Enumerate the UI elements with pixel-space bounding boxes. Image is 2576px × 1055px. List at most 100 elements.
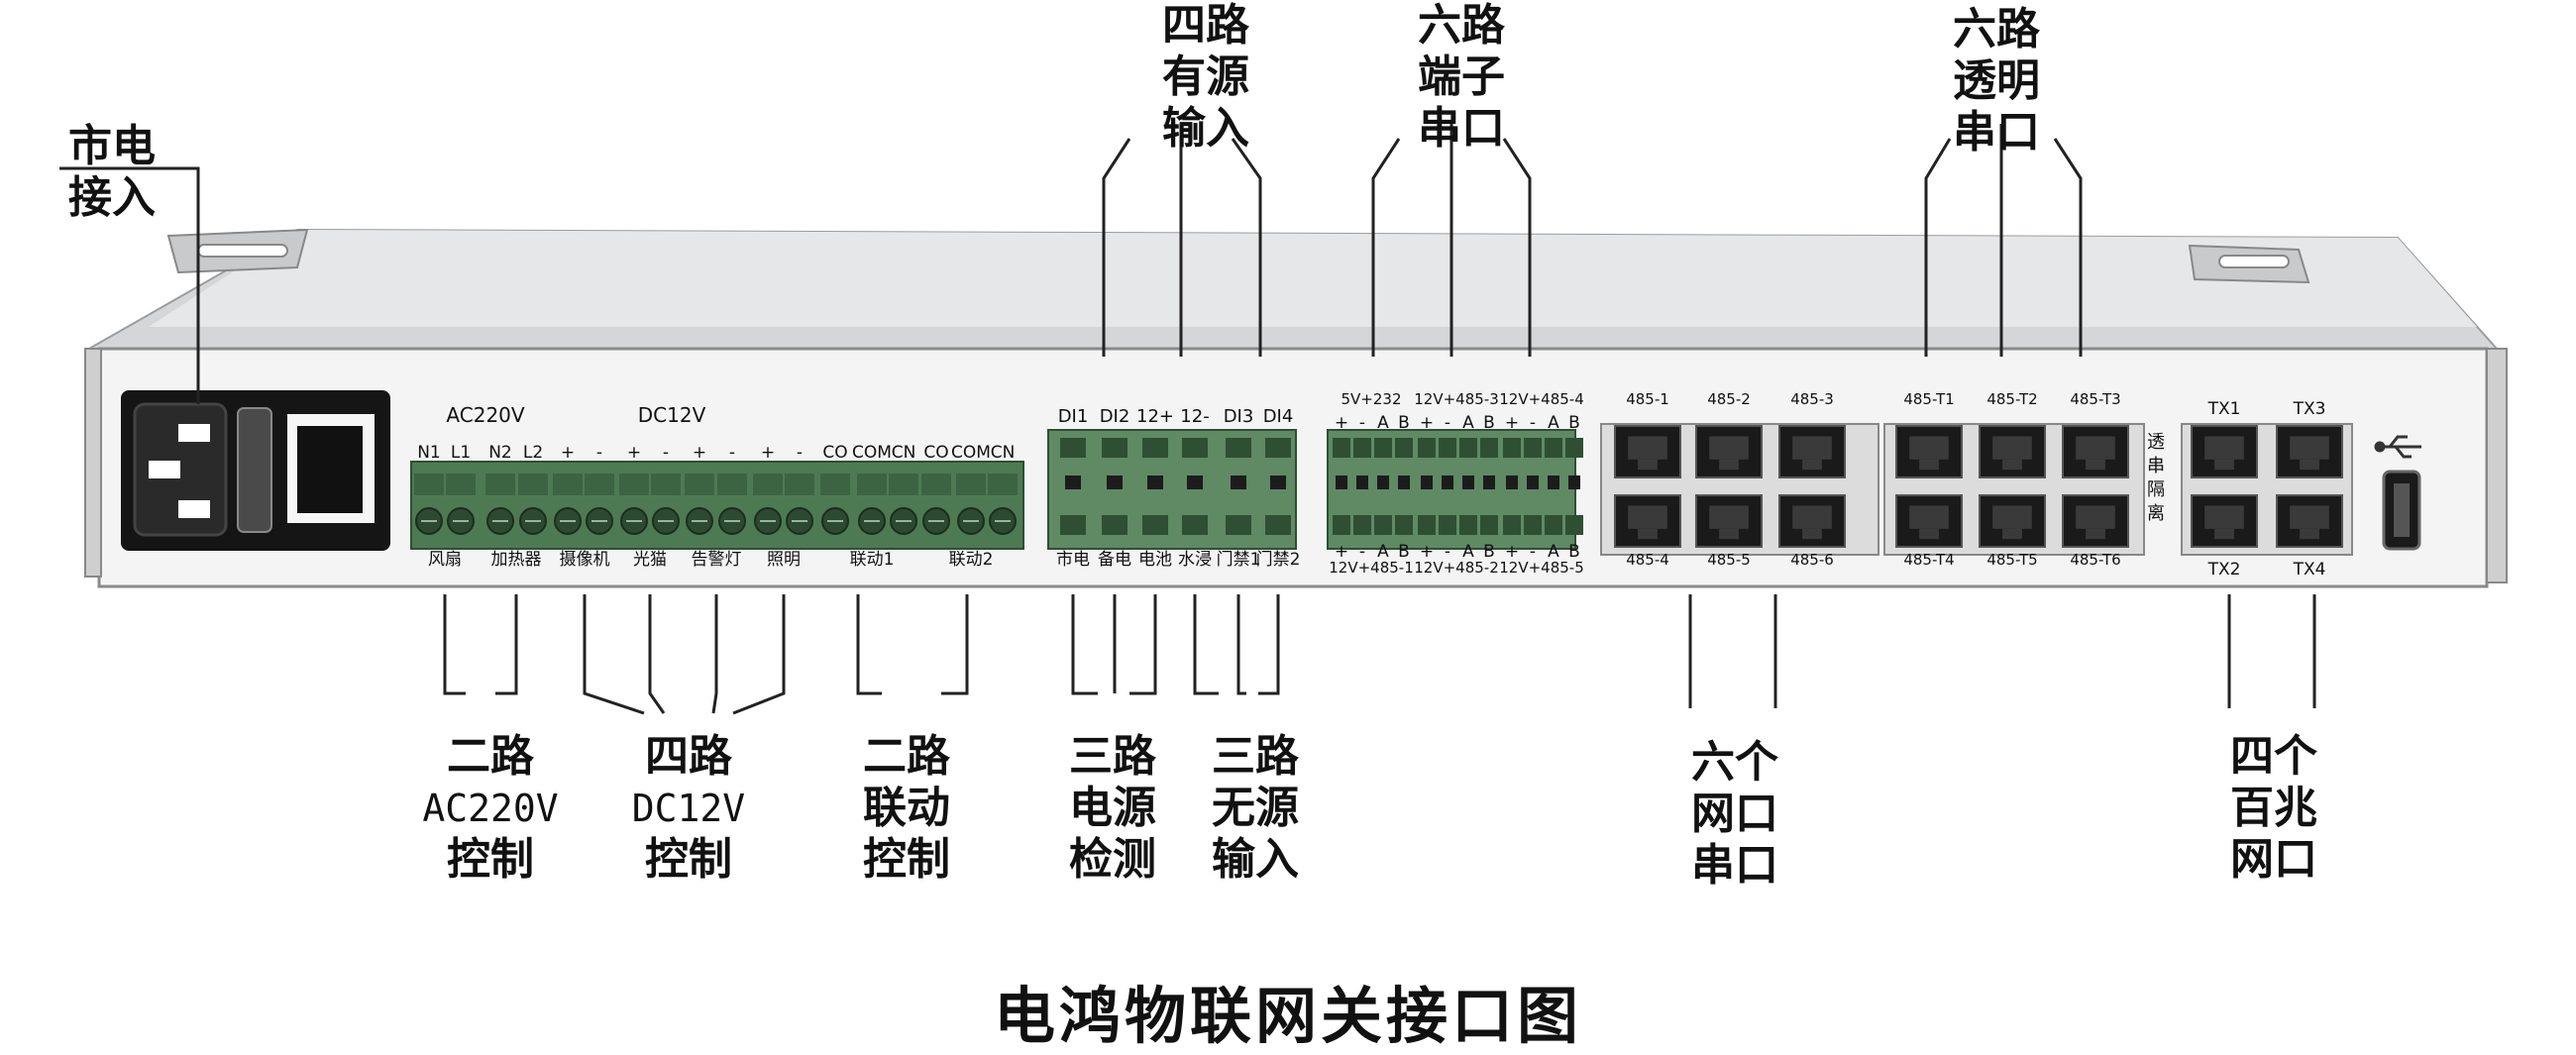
screw-terminal[interactable]	[988, 474, 1018, 535]
leader-line	[856, 594, 882, 695]
leader-line	[1924, 138, 1952, 357]
screw-terminal[interactable]	[518, 474, 548, 535]
di-label: DI3	[1224, 406, 1254, 427]
leader-line	[1071, 594, 1098, 695]
leader-line	[59, 166, 200, 404]
ethernet-port-label: TX3	[2293, 399, 2326, 419]
rj45-transparent-port[interactable]	[2062, 494, 2129, 548]
transparent-isolation-label: 隔	[2147, 479, 2165, 500]
serial-pin[interactable]	[1503, 438, 1521, 535]
di-pin[interactable]	[1102, 438, 1127, 535]
serial-pin[interactable]	[1565, 438, 1583, 535]
di-terminal-block[interactable]	[1047, 429, 1297, 550]
leader-line	[732, 594, 786, 715]
di-pin[interactable]	[1226, 438, 1251, 535]
rj45-transparent-port[interactable]	[1895, 494, 1963, 548]
rj45-transparent-port[interactable]	[1979, 425, 2046, 478]
rj45-serial-label: 485-5	[1707, 551, 1751, 569]
rj45-serial-port[interactable]	[1695, 494, 1763, 548]
relay-pin-label: CO	[822, 443, 847, 463]
leader-lines	[59, 124, 2316, 715]
diagram-title: 电鸿物联网关接口图	[993, 980, 1582, 1052]
callout-di4: 四路有源输入	[1162, 0, 1249, 154]
serial-pin-label: A	[1548, 542, 1559, 562]
di-pin[interactable]	[1060, 438, 1086, 535]
ethernet-port[interactable]	[2276, 494, 2343, 548]
serial-pin[interactable]	[1524, 438, 1542, 535]
rj45-serial-port[interactable]	[1695, 425, 1763, 478]
leader-line	[583, 594, 645, 715]
screw-terminal[interactable]	[685, 474, 714, 535]
leader-line	[1102, 138, 1131, 357]
fuse-holder[interactable]	[237, 407, 272, 533]
di-pin[interactable]	[1142, 438, 1168, 535]
serial-pin-label: -	[1445, 542, 1450, 562]
relay-pin-label: CN	[991, 443, 1016, 463]
screw-terminal[interactable]	[553, 474, 583, 535]
rj45-transparent-port[interactable]	[1979, 494, 2046, 548]
screw-terminal[interactable]	[585, 474, 614, 535]
serial-pin[interactable]	[1374, 438, 1392, 535]
relay-pin-label: CN	[892, 443, 916, 463]
serial-pin-label: A	[1548, 413, 1559, 433]
serial-pin[interactable]	[1353, 438, 1371, 535]
relay-pin-label: N2	[488, 443, 512, 463]
relay-pin-label: -	[663, 443, 669, 463]
serial-pin-label: A	[1462, 413, 1474, 433]
serial-pin[interactable]	[1418, 438, 1436, 535]
screw-terminal[interactable]	[446, 474, 476, 535]
screw-terminal[interactable]	[619, 474, 649, 535]
screw-terminal[interactable]	[785, 474, 814, 535]
ethernet-port[interactable]	[2191, 425, 2258, 478]
rj45-serial-port[interactable]	[1778, 494, 1846, 548]
relay-function-label: 照明	[767, 550, 801, 570]
serial-pin-label: +	[1335, 413, 1348, 433]
serial-pin-label: B	[1398, 542, 1410, 562]
screw-terminal[interactable]	[414, 474, 444, 535]
serial-pin-label: -	[1530, 542, 1536, 562]
di-function-label: 门禁1	[1217, 550, 1261, 570]
screw-terminal[interactable]	[857, 474, 887, 535]
rj45-transparent-label: 485-T6	[2070, 551, 2120, 569]
serial-pin[interactable]	[1395, 438, 1413, 535]
screw-terminal[interactable]	[485, 474, 515, 535]
ethernet-port[interactable]	[2191, 494, 2258, 548]
di-function-label: 市电	[1056, 550, 1090, 570]
transparent-isolation-label: 离	[2147, 503, 2165, 524]
serial-pin[interactable]	[1439, 438, 1456, 535]
rj45-transparent-port[interactable]	[2062, 425, 2129, 478]
serial-pin-label: B	[1483, 542, 1495, 562]
serial-pin[interactable]	[1333, 438, 1350, 535]
rj45-serial-port[interactable]	[1614, 494, 1681, 548]
relay-pin-label: +	[627, 443, 641, 463]
serial-pin-label: A	[1377, 542, 1389, 562]
serial-pin-label: +	[1505, 542, 1519, 562]
screw-terminal[interactable]	[921, 474, 951, 535]
di-pin[interactable]	[1182, 438, 1208, 535]
ethernet-port[interactable]	[2276, 425, 2343, 478]
relay-pin-label: -	[596, 443, 602, 463]
rj45-serial-port[interactable]	[1614, 425, 1681, 478]
di-pin[interactable]	[1265, 438, 1291, 535]
relay-pin-label: +	[693, 443, 706, 463]
screw-terminal[interactable]	[651, 474, 681, 535]
screw-terminal[interactable]	[956, 474, 986, 535]
di-label: DI2	[1100, 406, 1130, 427]
rj45-transparent-port[interactable]	[1895, 425, 1963, 478]
serial-pin[interactable]	[1480, 438, 1498, 535]
rj45-serial-label: 485-4	[1626, 551, 1669, 569]
serial-pin[interactable]	[1459, 438, 1477, 535]
screw-terminal[interactable]	[717, 474, 747, 535]
screw-terminal[interactable]	[889, 474, 918, 535]
rj45-serial-port[interactable]	[1778, 425, 1846, 478]
callout-link-ctrl: 二路联动控制	[863, 731, 950, 885]
screw-terminal[interactable]	[820, 474, 850, 535]
serial-pin[interactable]	[1545, 438, 1562, 535]
serial-pin-label: B	[1483, 413, 1495, 433]
screw-terminal[interactable]	[753, 474, 783, 535]
serial-pin-label: +	[1505, 413, 1519, 433]
di-label: DI4	[1263, 406, 1294, 427]
leader-line	[495, 594, 518, 695]
leader-line	[1236, 594, 1246, 695]
